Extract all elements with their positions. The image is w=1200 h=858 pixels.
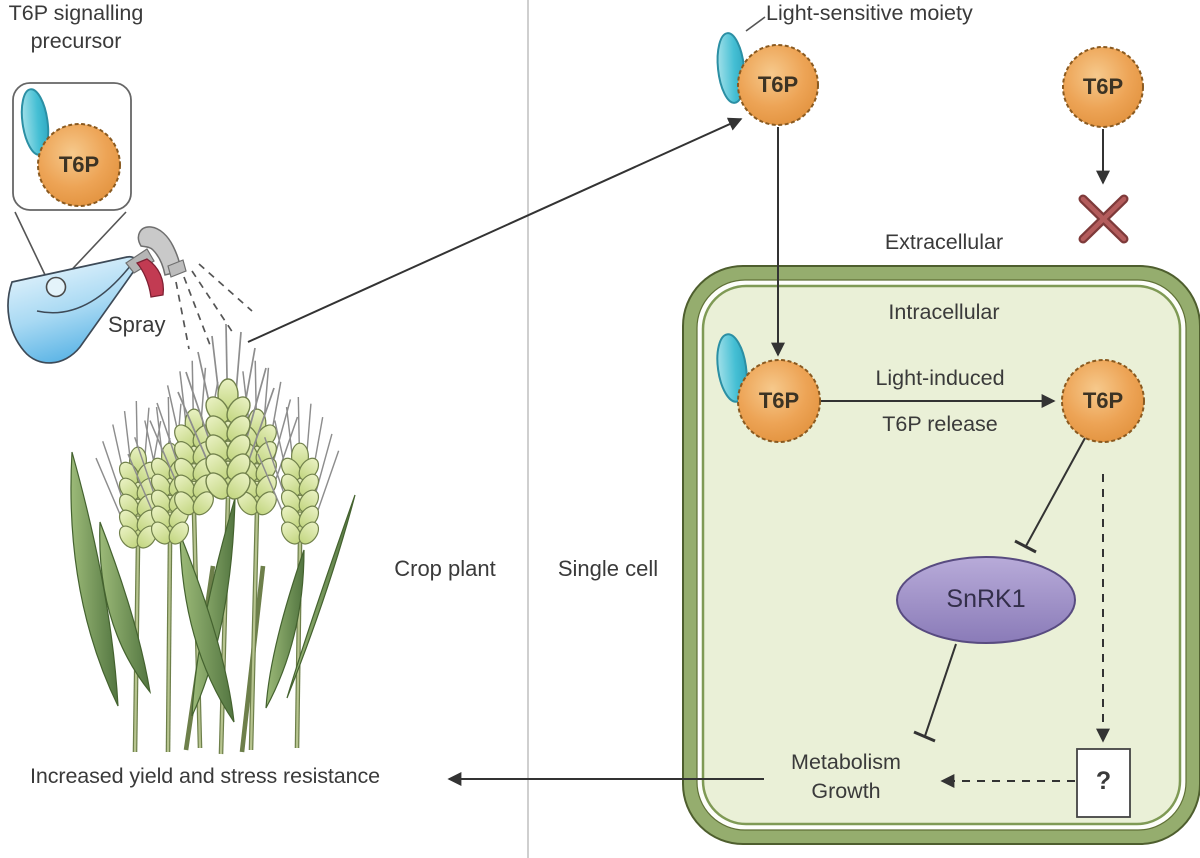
magnified-droplet-circle xyxy=(45,276,67,298)
inhibition-bar-2 xyxy=(913,730,936,743)
t6p-molecule-blocked xyxy=(1062,46,1144,128)
moiety-callout-line xyxy=(745,16,766,32)
t6p-molecule-released xyxy=(1061,359,1145,443)
snrk1-ellipse xyxy=(896,556,1076,644)
t6p-molecule-top xyxy=(737,44,819,126)
spray-nozzle xyxy=(167,259,187,278)
t6p-molecule-precursor xyxy=(37,123,121,207)
pathway-arrows xyxy=(247,117,1110,788)
wheat-leaves xyxy=(70,451,356,723)
wheat-heads xyxy=(95,323,340,553)
wheat-plant-icon xyxy=(70,323,356,755)
bottle-dip-tube xyxy=(36,264,132,314)
red-x-icon xyxy=(1078,194,1129,244)
inhibition-line-t6p-snrk1 xyxy=(1025,437,1086,547)
spray-bottle-icon xyxy=(7,226,187,364)
question-box xyxy=(1076,748,1131,818)
spray-mist-dashes xyxy=(175,263,253,350)
teal-ellipse-icon-membrane xyxy=(716,333,748,403)
arrow-spray-to-t6p xyxy=(247,117,743,343)
cell-interior xyxy=(701,284,1182,826)
inhibition-bar-1 xyxy=(1014,539,1037,554)
spray-head xyxy=(137,226,182,276)
t6p-molecule-membrane xyxy=(737,359,821,443)
spray-trigger xyxy=(135,258,165,298)
inhibition-line-snrk1-metabolism xyxy=(924,643,957,737)
bottle-neck xyxy=(125,248,155,274)
